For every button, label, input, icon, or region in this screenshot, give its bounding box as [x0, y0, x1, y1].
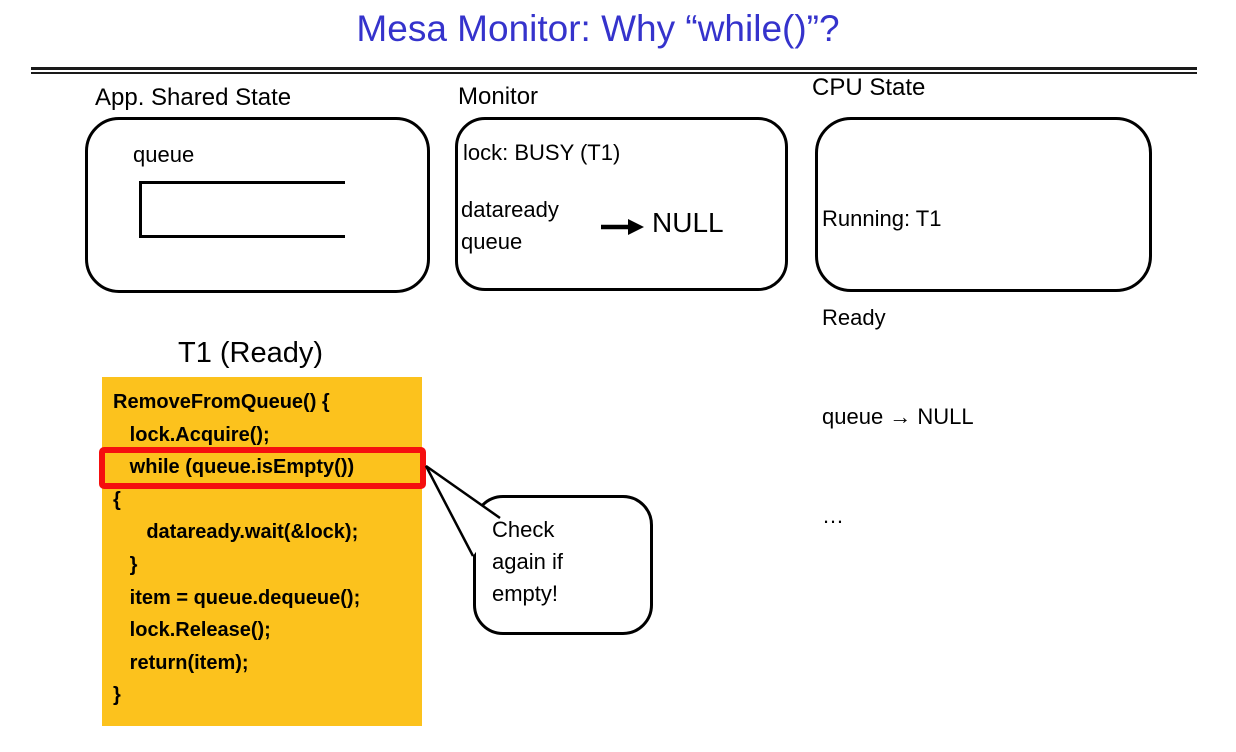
- code-line: dataready.wait(&lock);: [113, 521, 359, 544]
- code-line: }: [113, 553, 138, 576]
- pointer-arrow-icon: [601, 219, 644, 235]
- while-highlight-box: [99, 447, 426, 489]
- code-block: RemoveFromQueue() { lock.Acquire(); whil…: [102, 377, 422, 726]
- code-line-while: while (queue.isEmpty()): [113, 456, 355, 479]
- title-divider: [31, 67, 1197, 74]
- code-line: return(item);: [113, 651, 249, 674]
- app-shared-state-label: App. Shared State: [95, 84, 292, 111]
- callout-line: again if: [492, 549, 563, 574]
- monitor-lock-status: lock: BUSY (T1): [463, 140, 621, 165]
- cpu-ready-line: Ready: [822, 305, 886, 330]
- slide-title: Mesa Monitor: Why “while()”?: [356, 8, 840, 49]
- callout-line: empty!: [492, 581, 559, 606]
- monitor-pointer-value: NULL: [652, 207, 724, 238]
- code-line: }: [113, 684, 121, 707]
- app-shared-state-panel: [85, 117, 430, 293]
- thread-state-label: T1 (Ready): [178, 337, 324, 369]
- queue-shape: [139, 181, 345, 238]
- monitor-panel: [455, 117, 788, 291]
- code-line: lock.Release();: [113, 619, 271, 642]
- cpu-state-panel: [815, 117, 1152, 292]
- cpu-state-lines: Running: T1 Ready queue → NULL …: [822, 136, 974, 598]
- cpu-queue-line: queue → NULL: [822, 404, 974, 429]
- code-line: item = queue.dequeue();: [113, 586, 361, 609]
- cpu-state-label: CPU State: [812, 74, 926, 101]
- callout-line: Check: [492, 517, 555, 542]
- app-queue-label: queue: [133, 142, 195, 167]
- monitor-label: Monitor: [458, 83, 539, 110]
- monitor-condvar-label: dataready: [461, 197, 559, 222]
- monitor-queue-label: queue: [461, 229, 523, 254]
- code-line: lock.Acquire();: [113, 423, 270, 446]
- cpu-running-line: Running: T1: [822, 206, 942, 231]
- callout-text: Check again if empty!: [492, 514, 563, 610]
- cpu-ellipsis-line: …: [822, 503, 844, 528]
- code-line: RemoveFromQueue() {: [113, 391, 330, 413]
- callout-bubble: [473, 495, 653, 635]
- code-line: {: [113, 488, 121, 511]
